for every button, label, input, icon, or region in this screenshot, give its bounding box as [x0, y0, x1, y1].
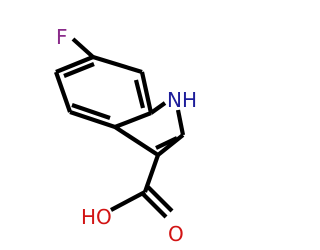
bond-cooh-oh — [110, 190, 146, 212]
bond-cooh-o-double-b — [140, 191, 168, 219]
bond-c3a-c4 — [69, 110, 116, 129]
bond-c7a-c3a — [114, 111, 152, 129]
bond-c7a-n1 — [149, 101, 167, 115]
molecule-structure: F NH HO O — [54, 25, 197, 246]
bond-f-c6 — [71, 37, 95, 59]
bond-c5-c6-double — [63, 62, 95, 78]
fluorine-atom-label: F — [56, 25, 68, 49]
bond-c7-c7a-double — [133, 79, 146, 109]
bond-c2-c3-double — [155, 136, 178, 150]
hydroxyl-atom-label: HO — [81, 205, 112, 229]
bond-n1-c2 — [175, 109, 186, 136]
bond-c2-c3 — [156, 133, 185, 157]
bond-c4-c5 — [54, 71, 72, 113]
carbonyl-oxygen-atom-label: O — [168, 222, 184, 246]
bond-c3-c3a — [113, 125, 160, 157]
bond-c5-c6 — [55, 55, 94, 74]
bond-c3a-c4-double — [71, 103, 111, 120]
bond-cooh-o-double-a — [145, 184, 174, 213]
nh-atom-label: NH — [167, 88, 197, 112]
bond-c6-c7 — [92, 54, 143, 75]
bond-c7-c7a — [139, 71, 154, 114]
